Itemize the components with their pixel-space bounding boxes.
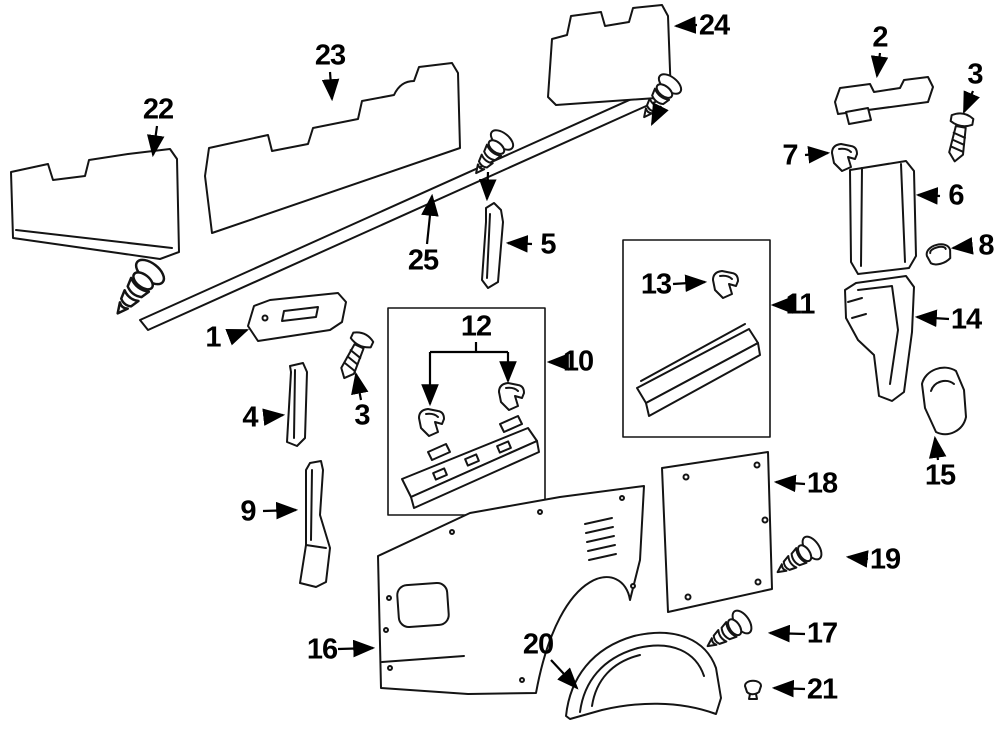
leader-bracket-12 (430, 342, 508, 354)
push-pin-17 (699, 606, 757, 658)
pillar-trim-14 (844, 275, 915, 402)
leader-pin-right (651, 102, 669, 126)
header-strip-2 (834, 76, 934, 125)
callout-4: 4 (242, 401, 258, 434)
grommet-21 (744, 679, 762, 700)
callout-6: 6 (948, 179, 964, 212)
leader-callout-3-right (962, 90, 980, 115)
pillar-panel-6 (849, 160, 917, 275)
leader-callout-9 (262, 501, 299, 520)
leader-callout-2 (870, 52, 889, 79)
leader-callout-25 (421, 193, 439, 245)
pillar-trim-5 (481, 202, 504, 289)
cover-cap-8 (925, 243, 952, 266)
leader-callout-19 (845, 550, 869, 568)
leader-callout-6 (915, 187, 941, 205)
leader-callout-23 (321, 71, 340, 102)
flat-panel-18 (661, 451, 773, 613)
trim-clip-13 (712, 270, 739, 299)
leader-lines (146, 16, 980, 698)
callout-22: 22 (142, 93, 174, 126)
leader-callout-3-left (351, 371, 369, 401)
pillar-trim-9 (299, 460, 331, 588)
sill-panel-10 (401, 415, 540, 509)
leader-callout-7 (804, 145, 831, 164)
upper-trim-panel-22 (10, 148, 180, 260)
leader-callout-5 (505, 235, 533, 253)
leader-callout-20 (550, 659, 579, 690)
callout-12: 12 (460, 310, 492, 343)
push-pin-19 (769, 532, 827, 584)
quarter-panel-16 (377, 485, 645, 695)
callout-7: 7 (782, 139, 798, 172)
callout-19: 19 (869, 543, 901, 576)
callout-21: 21 (806, 673, 838, 706)
callout-16: 16 (306, 633, 338, 666)
leader-callout-13 (672, 274, 708, 293)
leader-callout-17 (767, 624, 806, 643)
leader-callout-14 (914, 309, 950, 328)
callout-23: 23 (314, 39, 346, 72)
callout-14: 14 (950, 303, 982, 336)
callout-11: 11 (785, 288, 816, 321)
upper-trim-panel-23 (204, 62, 461, 234)
callout-10: 10 (562, 345, 594, 378)
leader-callout-15 (928, 435, 947, 461)
leader-callout-24 (673, 16, 698, 34)
assembly-box-11 (622, 239, 771, 438)
callout-3-right: 3 (967, 58, 983, 91)
callout-3-left: 3 (354, 399, 370, 432)
callout-13: 13 (640, 268, 672, 301)
leader-callout-22 (146, 125, 165, 158)
callout-8: 8 (978, 229, 994, 262)
callout-5: 5 (540, 228, 556, 261)
channel-panel-11 (636, 323, 761, 417)
pillar-trim-4 (286, 362, 308, 447)
callout-1: 1 (205, 321, 221, 354)
callout-9: 9 (240, 495, 256, 528)
trim-clip-12a (418, 408, 445, 437)
callout-24: 24 (698, 9, 730, 42)
callout-15: 15 (924, 459, 956, 492)
screw-3-left (333, 328, 376, 384)
arch-bracket-15 (921, 366, 967, 436)
callout-18: 18 (806, 467, 838, 500)
leader-callout-4 (262, 408, 286, 426)
leader-callout-8 (950, 237, 974, 255)
callout-2: 2 (872, 21, 888, 54)
leader-callout-16 (337, 639, 376, 658)
callout-25: 25 (407, 244, 439, 277)
mount-clip-7 (831, 143, 858, 172)
leader-callout-21 (771, 679, 806, 698)
trim-clip-12b (498, 382, 525, 411)
leader-pin-mid (478, 171, 497, 202)
callout-17: 17 (806, 617, 838, 650)
upper-trim-panel-24 (547, 4, 672, 106)
screw-3-right (942, 110, 975, 165)
sill-plate-1 (247, 292, 347, 342)
callout-20: 20 (522, 628, 554, 661)
leader-callout-1 (225, 328, 250, 346)
leader-callout-18 (773, 474, 806, 493)
wheelhouse-cover-20 (565, 631, 722, 720)
